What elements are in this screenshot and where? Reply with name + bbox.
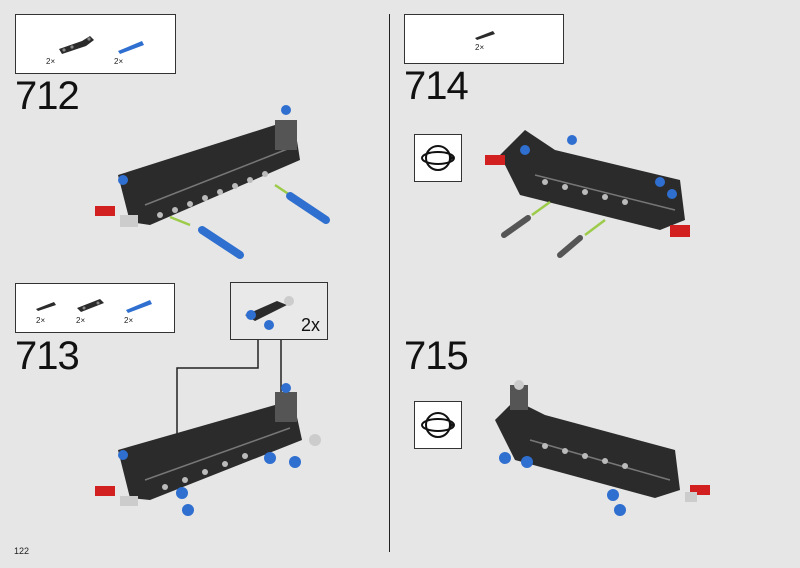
model-step-714 xyxy=(485,130,690,258)
step-number-715: 715 xyxy=(404,334,469,378)
parts-box-713: 2× 2× 2× xyxy=(15,283,175,333)
column-divider xyxy=(389,14,390,552)
step-number-714: 714 xyxy=(404,64,469,108)
step-number-712: 712 xyxy=(15,74,80,118)
blue-pin-icon xyxy=(126,300,152,313)
page-number: 122 xyxy=(14,546,30,556)
part-qty: 2× xyxy=(46,57,56,66)
model-step-715 xyxy=(495,380,710,516)
part-qty: 2× xyxy=(36,316,46,325)
rotate-model-icon xyxy=(421,412,455,438)
part-qty: 2× xyxy=(76,316,86,325)
blue-pin-icon xyxy=(118,41,144,54)
dark-connector-icon xyxy=(77,299,104,312)
dark-bent-beam-icon xyxy=(59,36,94,54)
rotate-model-icon xyxy=(421,145,455,171)
subassembly-qty: 2x xyxy=(301,315,321,335)
dark-pin-icon xyxy=(36,302,56,311)
part-qty: 2× xyxy=(114,57,124,66)
part-qty: 2× xyxy=(124,316,134,325)
part-qty: 2× xyxy=(475,43,485,52)
model-step-712 xyxy=(95,105,330,259)
model-step-713 xyxy=(95,383,321,516)
subassembly-box: 2x xyxy=(230,282,328,340)
dark-pin-icon xyxy=(475,31,495,40)
step-number-713: 713 xyxy=(15,334,80,378)
subassembly-parts-image xyxy=(245,296,294,330)
parts-box-714: 2× xyxy=(404,14,564,64)
rotate-box-715 xyxy=(414,401,462,449)
rotate-box-714 xyxy=(414,134,462,182)
parts-box-712: 2× 2× xyxy=(15,14,176,74)
